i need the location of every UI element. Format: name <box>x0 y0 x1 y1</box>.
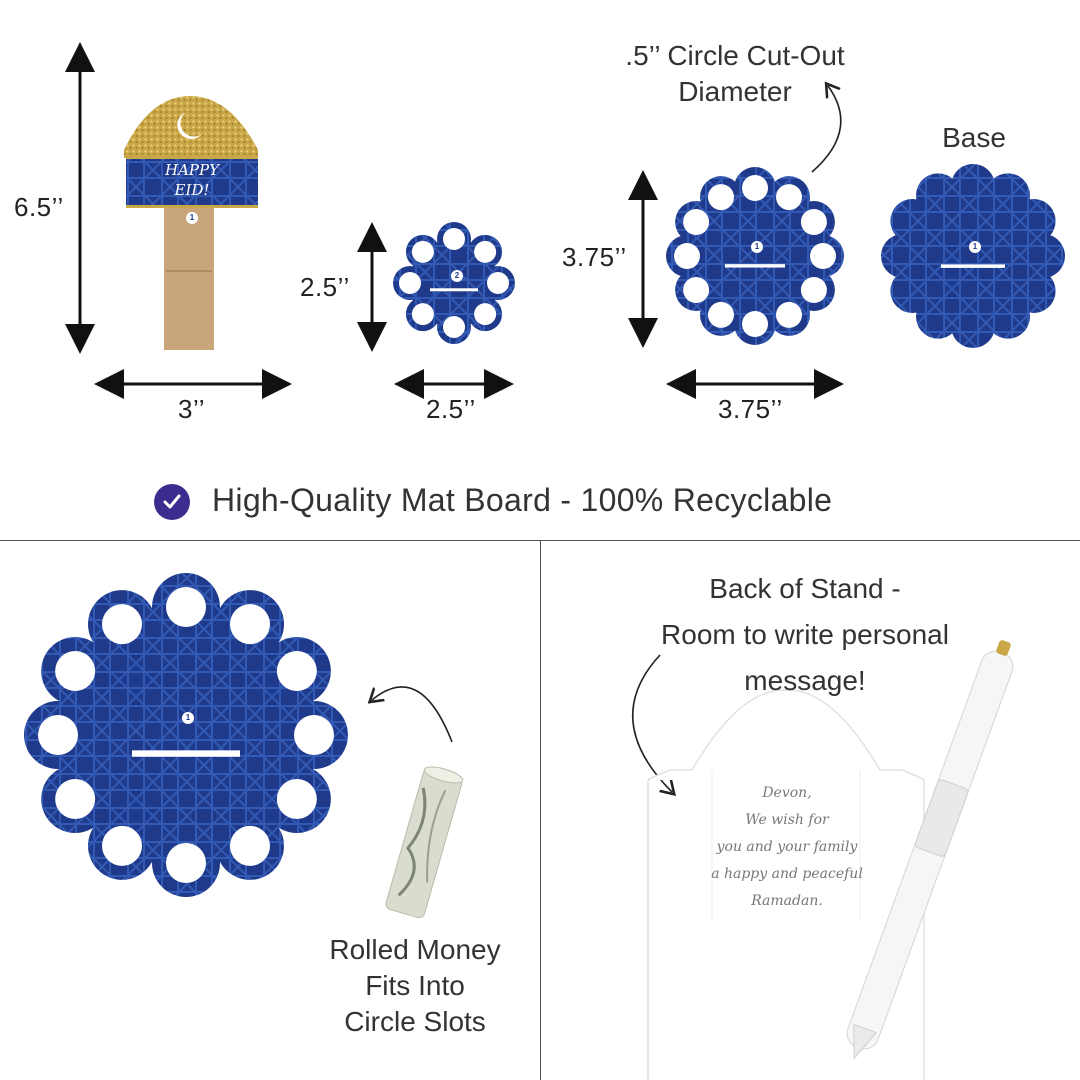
stand-width-label: 3’’ <box>178 394 206 424</box>
large-height-label: 3.75’’ <box>562 242 627 272</box>
stand-height-label: 6.5’’ <box>14 192 64 222</box>
money-slot-hole <box>399 272 421 294</box>
large-width-label: 3.75’’ <box>718 394 783 424</box>
money-slot-hole <box>800 209 827 235</box>
money-slot-hole <box>810 243 836 269</box>
back-caption-line3: message! <box>744 665 866 696</box>
money-slot-hole <box>166 587 206 627</box>
money-slot-hole <box>683 209 710 235</box>
rolled-money <box>385 766 464 919</box>
stand-topper <box>124 96 258 350</box>
note-line: you and your family <box>716 839 858 855</box>
vertical-divider <box>540 540 541 1080</box>
money-slot-hole <box>683 277 710 303</box>
money-slot-hole <box>443 228 465 250</box>
money-slot-hole <box>102 825 142 866</box>
base-piece <box>881 164 1065 348</box>
feature-text: High-Quality Mat Board - 100% Recyclable <box>212 482 833 518</box>
piece-number-badge: 1 <box>969 241 981 253</box>
money-slot-hole <box>55 651 96 691</box>
topper-text-line2: EID! <box>174 181 210 199</box>
topper-banner <box>126 156 258 208</box>
money-slot-hole <box>411 240 434 263</box>
piece-number-badge: 2 <box>451 270 463 282</box>
money-slot-hole <box>742 311 768 337</box>
base-label: Base <box>942 122 1006 153</box>
topper-text: HAPPY EID! <box>150 160 234 200</box>
money-slot-hole <box>708 184 734 211</box>
money-slot-hole <box>487 272 509 294</box>
check-mark-glyph <box>163 494 181 509</box>
topper-text-line1: HAPPY <box>164 161 219 179</box>
dimension-arrows <box>65 42 844 399</box>
piece-number-badge: 1 <box>186 212 198 224</box>
money-slot-hole <box>474 303 497 326</box>
pen <box>846 640 1014 1060</box>
money-slot-hole <box>230 825 270 866</box>
money-slot-hole <box>708 301 734 328</box>
small-height-label: 2.5’’ <box>300 272 350 302</box>
money-slot-hole <box>742 175 768 201</box>
cutout-pointer-arrow <box>811 86 842 173</box>
center-slot <box>430 288 478 292</box>
money-slot-hole <box>294 715 334 755</box>
scalloped-board <box>881 164 1065 348</box>
note-line: a happy and peaceful <box>711 866 863 882</box>
large-stand-piece <box>666 167 844 345</box>
money-slot-hole <box>102 604 142 645</box>
money-caption: Rolled Money Fits Into Circle Slots <box>300 932 530 1040</box>
back-caption-line1: Back of Stand - <box>709 573 901 604</box>
cutout-label: .5’’ Circle Cut-Out Diameter <box>590 38 880 110</box>
money-slot-hole <box>230 604 270 645</box>
piece-number-badge: 1 <box>182 712 194 724</box>
note-line: Ramadan. <box>751 893 823 909</box>
mosque-dome <box>124 96 258 158</box>
money-slot-hole <box>55 779 96 819</box>
center-slot <box>725 264 785 268</box>
money-caption-line1: Rolled Money <box>329 934 501 965</box>
closeup-stand-piece <box>24 573 348 897</box>
note-line: We wish for <box>745 812 829 828</box>
small-stand-piece <box>393 222 515 344</box>
money-slot-hole <box>276 651 317 691</box>
money-pointer-arrow <box>372 686 453 743</box>
cutout-label-line2: Diameter <box>678 76 792 107</box>
personal-note: Devon, We wish for you and your family a… <box>692 780 882 915</box>
back-caption: Back of Stand - Room to write personal m… <box>610 566 1000 704</box>
money-slot-hole <box>674 243 700 269</box>
piece-number-badge: 1 <box>751 241 763 253</box>
scalloped-board <box>666 167 844 345</box>
money-slot-hole <box>776 301 802 328</box>
cutout-label-line1: .5’’ Circle Cut-Out <box>625 40 845 71</box>
money-slot-hole <box>411 303 434 326</box>
money-slot-hole <box>166 843 206 883</box>
money-slot-hole <box>474 240 497 263</box>
check-circle-icon <box>154 484 190 520</box>
money-caption-line3: Circle Slots <box>344 1006 486 1037</box>
note-line: Devon, <box>762 785 812 801</box>
scalloped-board <box>24 573 348 897</box>
money-slot-hole <box>800 277 827 303</box>
center-slot <box>132 750 240 757</box>
small-width-label: 2.5’’ <box>426 394 476 424</box>
center-slot <box>941 264 1005 268</box>
money-slot-hole <box>38 715 78 755</box>
money-slot-hole <box>276 779 317 819</box>
back-caption-line2: Room to write personal <box>661 619 949 650</box>
money-slot-hole <box>443 316 465 338</box>
kraft-stand <box>164 200 214 350</box>
money-caption-line2: Fits Into <box>365 970 465 1001</box>
money-slot-hole <box>776 184 802 211</box>
